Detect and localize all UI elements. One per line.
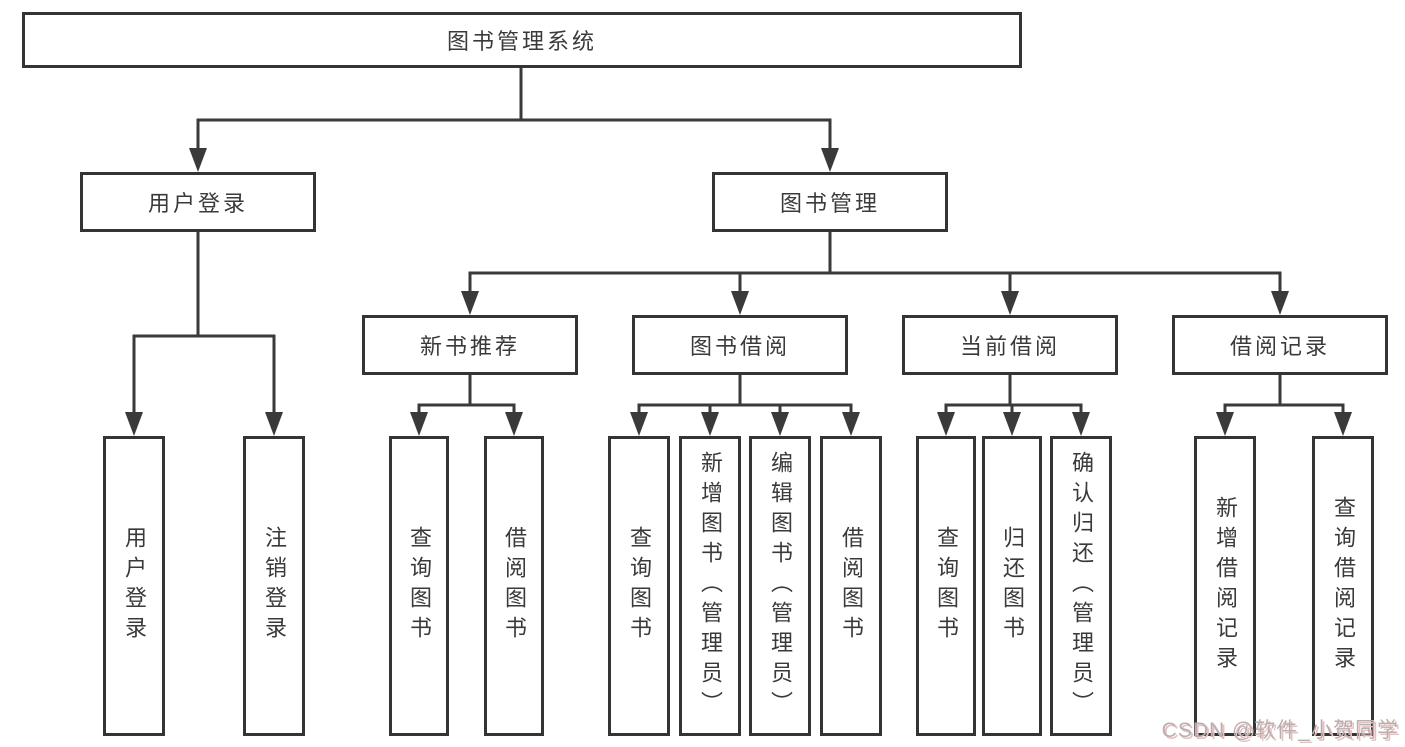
node-query-books-borrowing: 查询图书 <box>608 436 670 736</box>
node-confirm-return-admin: 确认归还（管理员） <box>1050 436 1112 736</box>
arrow-down-icon <box>189 148 207 172</box>
arrow-down-icon <box>1003 412 1021 436</box>
arrow-down-icon <box>701 412 719 436</box>
connector-book-management-to-level3 <box>461 232 1289 315</box>
node-edit-book-admin: 编辑图书（管理员） <box>749 436 811 736</box>
connector-root-to-level2 <box>189 68 839 172</box>
node-book-management: 图书管理 <box>712 172 948 232</box>
arrow-down-icon <box>937 412 955 436</box>
node-user-login: 用户登录 <box>80 172 316 232</box>
arrow-down-icon <box>821 148 839 172</box>
connector-borrow-records-to-leaves <box>1216 375 1352 436</box>
node-user-login-leaf: 用户登录 <box>103 436 165 736</box>
node-logout: 注销登录 <box>243 436 305 736</box>
arrow-down-icon <box>842 412 860 436</box>
arrow-down-icon <box>1334 412 1352 436</box>
arrow-down-icon <box>505 412 523 436</box>
arrow-down-icon <box>410 412 428 436</box>
node-query-borrow-record: 查询借阅记录 <box>1312 436 1374 736</box>
node-borrow-books-recommend: 借阅图书 <box>484 436 544 736</box>
arrow-down-icon <box>1216 412 1234 436</box>
connector-user-login-to-leaves <box>125 232 283 436</box>
arrow-down-icon <box>1072 412 1090 436</box>
node-query-books-current: 查询图书 <box>916 436 976 736</box>
node-root: 图书管理系统 <box>22 12 1022 68</box>
arrow-down-icon <box>125 412 143 436</box>
node-current-borrowing: 当前借阅 <box>902 315 1118 375</box>
node-query-books-recommend: 查询图书 <box>389 436 449 736</box>
arrow-down-icon <box>265 412 283 436</box>
connector-current-borrowing-to-leaves <box>937 375 1090 436</box>
node-add-book-admin: 新增图书（管理员） <box>679 436 741 736</box>
node-borrow-records: 借阅记录 <box>1172 315 1388 375</box>
node-new-book-recommend: 新书推荐 <box>362 315 578 375</box>
node-return-book: 归还图书 <box>982 436 1042 736</box>
arrow-down-icon <box>771 412 789 436</box>
arrow-down-icon <box>1271 291 1289 315</box>
arrow-down-icon <box>630 412 648 436</box>
arrow-down-icon <box>1001 291 1019 315</box>
connector-book-borrowing-to-leaves <box>630 375 860 436</box>
node-add-borrow-record: 新增借阅记录 <box>1194 436 1256 736</box>
watermark: CSDN @软件_小贺同学 <box>1161 719 1399 742</box>
node-book-borrowing: 图书借阅 <box>632 315 848 375</box>
node-borrow-books: 借阅图书 <box>820 436 882 736</box>
arrow-down-icon <box>461 291 479 315</box>
connector-new-book-recommend-to-leaves <box>410 375 523 436</box>
arrow-down-icon <box>731 291 749 315</box>
